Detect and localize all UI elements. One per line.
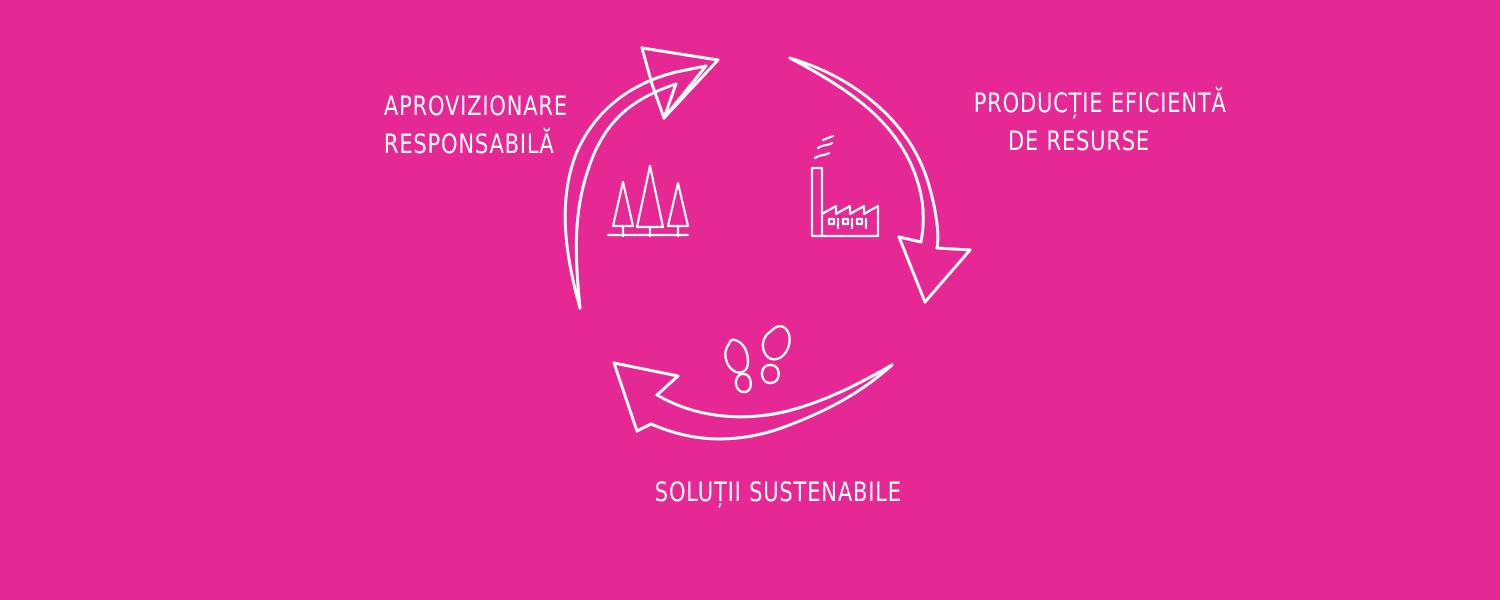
label-sustainable-solutions: SOLUȚII SUSTENABILE xyxy=(654,474,902,512)
label-responsible-sourcing-line-2: RESPONSABILĂ xyxy=(383,129,555,160)
footprints-icon xyxy=(724,324,791,394)
trees-icon xyxy=(606,164,690,238)
cycle-arrow-left xyxy=(563,64,708,310)
label-efficient-production: PRODUCȚIE EFICIENTĂ DE RESURSE xyxy=(973,85,1227,161)
label-responsible-sourcing-line-1: APROVIZIONARE xyxy=(383,91,568,122)
cycle-arrow-bottom xyxy=(612,361,894,441)
label-efficient-production-line-1: PRODUCȚIE EFICIENTĂ xyxy=(973,88,1227,119)
label-sustainable-solutions-text: SOLUȚII SUSTENABILE xyxy=(654,477,902,508)
factory-icon xyxy=(810,134,880,238)
cycle-arrowhead-left xyxy=(640,46,720,120)
label-responsible-sourcing: APROVIZIONARE RESPONSABILĂ xyxy=(383,88,568,164)
label-efficient-production-line-2: DE RESURSE xyxy=(1007,126,1151,157)
cycle-arrow-right xyxy=(788,56,972,304)
